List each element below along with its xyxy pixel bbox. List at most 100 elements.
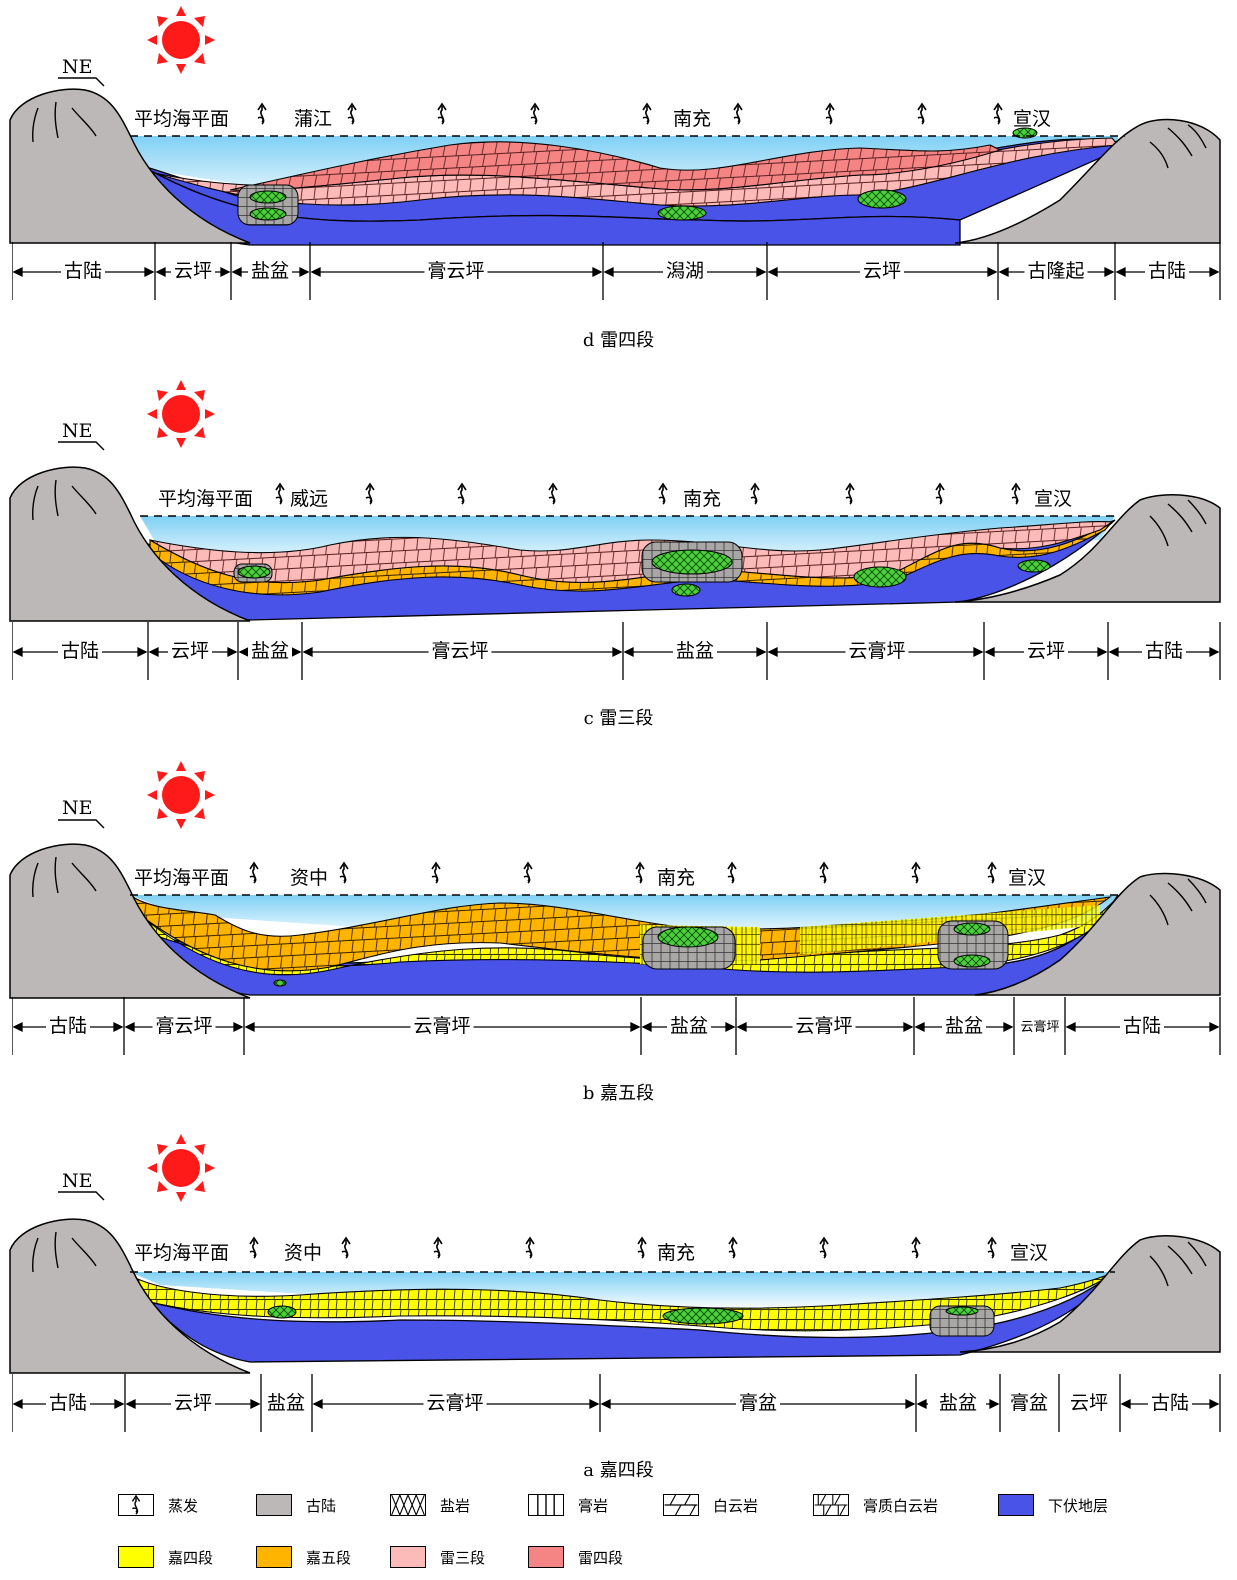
legend-item: 嘉四段 xyxy=(118,1544,213,1570)
legend-item: 蒸发 xyxy=(118,1492,198,1518)
panel-caption: b 嘉五段 xyxy=(582,1083,655,1104)
zone-label: 膏盆 xyxy=(735,1388,781,1415)
jia5-swatch xyxy=(256,1546,292,1568)
place-label: 宣汉 xyxy=(1013,108,1052,130)
panel-a: NE 平均海平面 资中 南充 宣汉 古陆 云坪 盐盆 云膏坪 膏盆 盐盆 膏盆 … xyxy=(0,1130,1237,1510)
panel-caption: d 雷四段 xyxy=(582,330,655,351)
zone-label: 膏盆 xyxy=(1006,1388,1052,1415)
place-label: 南充 xyxy=(657,1242,696,1264)
legend-label: 雷四段 xyxy=(578,1548,624,1567)
place-label: 南充 xyxy=(657,867,696,889)
zone-labels-b: 古陆 膏云坪 云膏坪 盐盆 云膏坪 盐盆 云膏坪 古陆 xyxy=(12,997,1224,1057)
cross-section-c xyxy=(9,380,1221,622)
sun-icon xyxy=(147,1134,215,1202)
zone-label: 盐盆 xyxy=(247,636,293,663)
sea-level-label: 平均海平面 xyxy=(134,1242,230,1264)
panel-b: NE 平均海平面 资中 南充 宣汉 古陆 膏云坪 云膏坪 盐盆 云膏坪 盐盆 云… xyxy=(0,755,1237,1135)
ne-direction-label: NE xyxy=(62,56,93,78)
zone-label: 云膏坪 xyxy=(792,1011,856,1038)
evaporation-icon xyxy=(118,1494,154,1516)
zone-label: 云膏坪 xyxy=(1017,1016,1063,1035)
cross-section-a xyxy=(9,1134,1221,1374)
sea-level-label: 平均海平面 xyxy=(134,867,230,889)
zone-label: 云膏坪 xyxy=(423,1388,487,1415)
dolomite-swatch xyxy=(663,1494,699,1516)
zone-labels-a: 古陆 云坪 盐盆 云膏坪 膏盆 盐盆 膏盆 云坪 古陆 xyxy=(12,1374,1224,1434)
place-label: 宣汉 xyxy=(1010,1242,1049,1264)
legend-item: 嘉五段 xyxy=(256,1544,351,1570)
zone-label: 古陆 xyxy=(1141,636,1187,663)
underlying-swatch xyxy=(998,1494,1034,1516)
salt-rock-swatch xyxy=(390,1494,426,1516)
cross-section-b xyxy=(9,761,1221,999)
zone-labels-d: 古陆 云坪 盐盆 膏云坪 潟湖 云坪 古隆起 古陆 xyxy=(12,242,1224,302)
zone-label: 云膏坪 xyxy=(845,636,909,663)
zone-label: 膏云坪 xyxy=(428,636,492,663)
sun-icon xyxy=(147,761,215,829)
zone-label: 盐盆 xyxy=(941,1011,987,1038)
zone-label: 盐盆 xyxy=(247,256,293,283)
sea-level-label: 平均海平面 xyxy=(134,108,230,130)
place-label: 南充 xyxy=(673,108,712,130)
panel-caption: c 雷三段 xyxy=(583,708,654,729)
zone-label: 古陆 xyxy=(60,256,106,283)
legend-item: 膏岩 xyxy=(528,1492,608,1518)
panel-caption: a 嘉四段 xyxy=(583,1460,654,1481)
legend-item: 白云岩 xyxy=(663,1492,758,1518)
place-label: 宣汉 xyxy=(1034,488,1073,510)
zone-label: 古陆 xyxy=(45,1388,91,1415)
zone-label: 盐盆 xyxy=(666,1011,712,1038)
zone-label: 古陆 xyxy=(1119,1011,1165,1038)
zone-label: 古陆 xyxy=(57,636,103,663)
zone-label: 云膏坪 xyxy=(410,1011,474,1038)
panel-d: NE 平均海平面 蒲江 南充 宣汉 古陆 云坪 盐盆 膏云坪 潟湖 云坪 古隆起… xyxy=(0,0,1237,380)
zone-label: 古陆 xyxy=(1147,1388,1193,1415)
place-label: 威远 xyxy=(290,488,329,510)
place-label: 宣汉 xyxy=(1008,867,1047,889)
legend-label: 膏岩 xyxy=(578,1496,609,1515)
panel-c: NE 平均海平面 威远 南充 宣汉 古陆 云坪 盐盆 膏云坪 盐盆 云膏坪 云坪… xyxy=(0,380,1237,760)
legend-label: 古陆 xyxy=(306,1496,337,1515)
zone-label: 盐盆 xyxy=(935,1388,981,1415)
legend-label: 盐岩 xyxy=(440,1496,471,1515)
cross-section-d xyxy=(9,6,1221,246)
lei4-swatch xyxy=(528,1546,564,1568)
zone-label: 古陆 xyxy=(45,1011,91,1038)
zone-label: 古隆起 xyxy=(1024,256,1088,283)
legend-item: 雷四段 xyxy=(528,1544,623,1570)
jia4-swatch xyxy=(118,1546,154,1568)
sun-icon xyxy=(147,6,215,74)
ne-direction-label: NE xyxy=(62,797,93,819)
ne-direction-label: NE xyxy=(62,1170,93,1192)
ne-direction-label: NE xyxy=(62,420,93,442)
legend-item: 雷三段 xyxy=(390,1544,485,1570)
gypsum-dolomite-swatch xyxy=(813,1494,849,1516)
sea-level-label: 平均海平面 xyxy=(158,488,254,510)
zone-label: 云坪 xyxy=(167,636,213,663)
zone-label: 云坪 xyxy=(1066,1388,1112,1415)
legend-label: 下伏地层 xyxy=(1048,1496,1109,1515)
legend-label: 白云岩 xyxy=(713,1496,759,1515)
zone-label: 云坪 xyxy=(170,1388,216,1415)
legend-label: 嘉五段 xyxy=(306,1548,352,1567)
zone-label: 盐盆 xyxy=(263,1388,309,1415)
zone-labels-c: 古陆 云坪 盐盆 膏云坪 盐盆 云膏坪 云坪 古陆 xyxy=(12,622,1224,682)
legend-item: 膏质白云岩 xyxy=(813,1492,938,1518)
zone-label: 古陆 xyxy=(1144,256,1190,283)
legend-label: 膏质白云岩 xyxy=(863,1496,939,1515)
zone-label: 膏云坪 xyxy=(152,1011,216,1038)
legend-label: 雷三段 xyxy=(440,1548,486,1567)
legend-item: 古陆 xyxy=(256,1492,336,1518)
legend-item: 下伏地层 xyxy=(998,1492,1108,1518)
zone-label: 云坪 xyxy=(859,256,905,283)
place-label: 蒲江 xyxy=(294,108,333,130)
place-label: 资中 xyxy=(290,867,329,889)
legend-item: 盐岩 xyxy=(390,1492,470,1518)
legend: 蒸发 古陆 盐岩 膏岩 白云岩 膏质白云岩 下伏地层 嘉四段 嘉五段 雷三段 雷… xyxy=(110,1492,1210,1578)
place-label: 南充 xyxy=(683,488,722,510)
old-land-swatch xyxy=(256,1494,292,1516)
zone-label: 盐盆 xyxy=(672,636,718,663)
zone-label: 膏云坪 xyxy=(424,256,488,283)
old-land-right xyxy=(954,118,1221,244)
zone-label: 云坪 xyxy=(170,256,216,283)
